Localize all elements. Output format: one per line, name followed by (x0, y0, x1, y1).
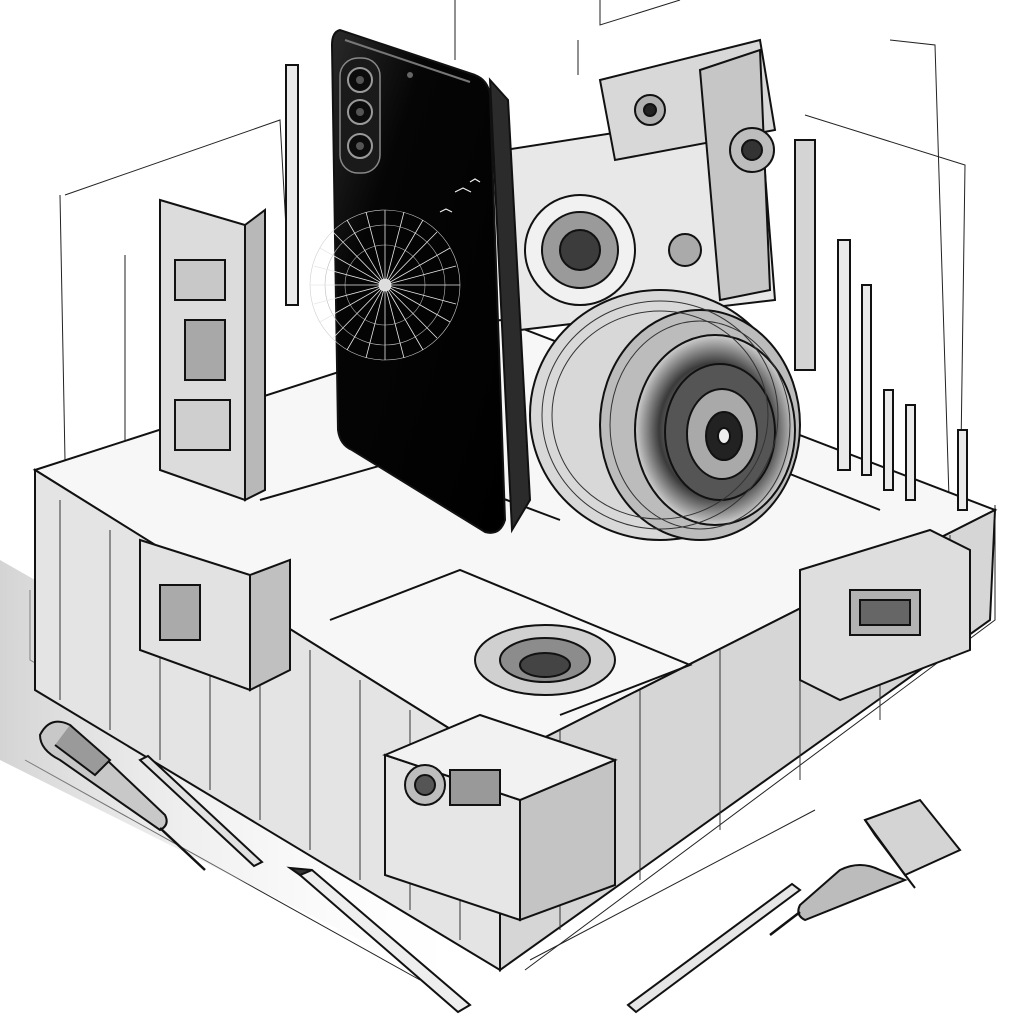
vertical-posts (285, 64, 968, 511)
floor-shadow (0, 560, 480, 1000)
pencil-bottom (286, 866, 472, 1014)
flying-seeds (439, 178, 481, 213)
screwdriver-left (38, 720, 206, 871)
dandelion-graphic (309, 209, 461, 361)
board-components (139, 198, 971, 922)
screwdriver-right (769, 798, 962, 936)
camera-lens (529, 289, 801, 541)
stylus-left (138, 754, 264, 868)
pen-bottom-right (626, 882, 802, 1014)
camera-body (503, 38, 777, 332)
phone-side-edge (488, 77, 532, 534)
smartphone (309, 28, 532, 534)
